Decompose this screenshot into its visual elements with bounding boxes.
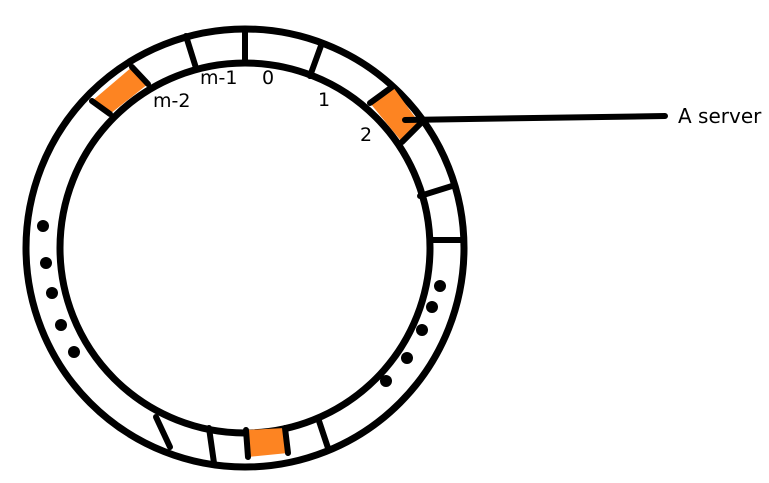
dot [40,257,52,269]
slot-label-2: 2 [360,124,372,146]
divider [307,40,325,79]
divider [243,427,251,460]
divider [89,98,113,117]
dot [68,346,80,358]
dot [55,319,67,331]
divider [367,84,395,106]
divider [282,425,291,456]
server-slot-2 [370,87,420,142]
dot [434,280,446,292]
dot [46,287,58,299]
right-ellipsis-dots [380,280,446,387]
callout-line [402,113,668,123]
divider [153,414,173,450]
slot-labels: m-1 0 m-2 1 2 [153,67,372,146]
left-ellipsis-dots [37,220,80,358]
divider [399,121,423,145]
slot-dividers [89,26,467,466]
server-callout: A server [402,104,762,128]
dot [416,324,428,336]
callout-label: A server [678,104,762,128]
dot [37,220,49,232]
server-slot-m2 [92,67,148,114]
slot-label-1: 1 [318,89,330,111]
dot [426,301,438,313]
slot-label-m1: m-1 [200,67,237,89]
divider [183,33,199,71]
dot [380,375,392,387]
divider [129,64,151,87]
slot-label-0: 0 [262,67,274,89]
divider [315,415,331,451]
dot [401,352,413,364]
divider [417,183,455,199]
divider [206,425,217,466]
server-slots [92,67,420,457]
ring-inner-edge [56,59,434,437]
server-slot-bottom [246,428,288,457]
ring [22,25,468,471]
slot-label-m2: m-2 [153,90,190,112]
